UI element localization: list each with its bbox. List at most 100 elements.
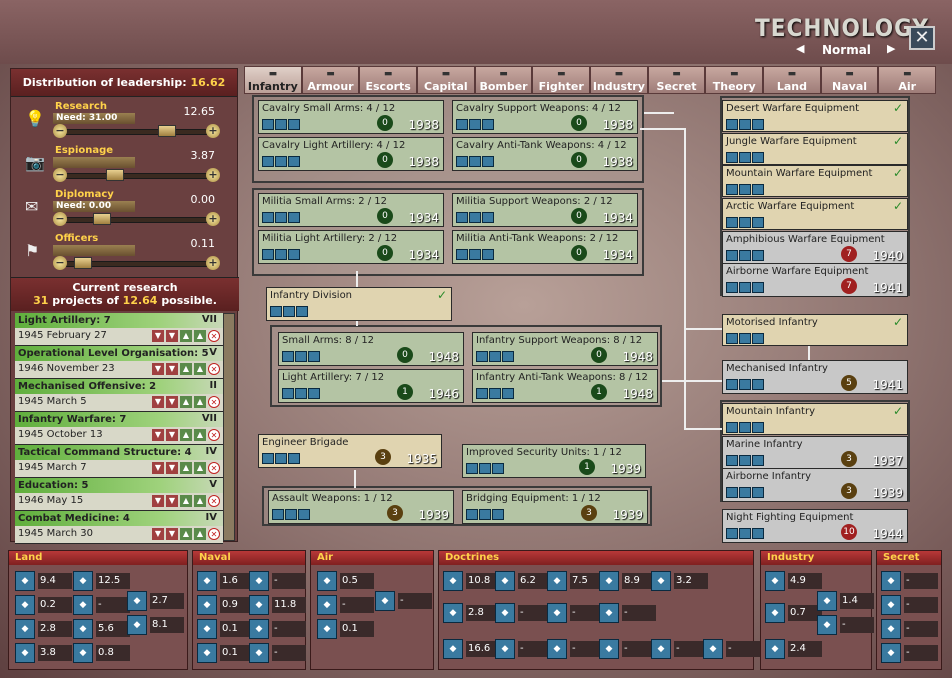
tech-card[interactable]: Mountain Infantry✓ bbox=[722, 403, 908, 435]
move-up-icon[interactable]: ▲ bbox=[180, 330, 192, 342]
summary-item[interactable]: ◆- bbox=[881, 643, 938, 663]
summary-item[interactable]: ◆5.6 bbox=[73, 619, 130, 639]
cancel-research-icon[interactable]: ✕ bbox=[208, 330, 220, 342]
summary-item[interactable]: ◆- bbox=[547, 603, 604, 623]
summary-item[interactable]: ◆2.4 bbox=[765, 639, 822, 659]
tab-bomber[interactable]: ▬Bomber bbox=[474, 66, 533, 94]
move-down-icon[interactable]: ▼ bbox=[152, 528, 164, 540]
summary-item[interactable]: ◆- bbox=[881, 571, 938, 591]
cancel-research-icon[interactable]: ✕ bbox=[208, 528, 220, 540]
summary-item[interactable]: ◆- bbox=[703, 639, 760, 659]
move-bottom-icon[interactable]: ▼ bbox=[166, 528, 178, 540]
move-up-icon[interactable]: ▲ bbox=[180, 462, 192, 474]
summary-item[interactable]: ◆3.2 bbox=[651, 571, 708, 591]
summary-item[interactable]: ◆11.8 bbox=[249, 595, 306, 615]
cancel-research-icon[interactable]: ✕ bbox=[208, 429, 220, 441]
summary-item[interactable]: ◆- bbox=[881, 595, 938, 615]
decrease-button[interactable]: − bbox=[53, 168, 67, 182]
increase-button[interactable]: + bbox=[206, 168, 220, 182]
tech-card[interactable]: Arctic Warfare Equipment✓ bbox=[722, 198, 908, 230]
move-down-icon[interactable]: ▼ bbox=[152, 495, 164, 507]
summary-item[interactable]: ◆12.5 bbox=[73, 571, 130, 591]
summary-item[interactable]: ◆1.6 bbox=[197, 571, 254, 591]
move-bottom-icon[interactable]: ▼ bbox=[166, 396, 178, 408]
summary-item[interactable]: ◆- bbox=[651, 639, 708, 659]
move-down-icon[interactable]: ▼ bbox=[152, 363, 164, 375]
move-bottom-icon[interactable]: ▼ bbox=[166, 429, 178, 441]
cancel-research-icon[interactable]: ✕ bbox=[208, 396, 220, 408]
summary-item[interactable]: ◆- bbox=[73, 595, 130, 615]
move-down-icon[interactable]: ▼ bbox=[152, 330, 164, 342]
summary-item[interactable]: ◆- bbox=[881, 619, 938, 639]
summary-item[interactable]: ◆2.8 bbox=[443, 603, 500, 623]
move-top-icon[interactable]: ▲ bbox=[194, 429, 206, 441]
summary-item[interactable]: ◆- bbox=[817, 615, 874, 635]
summary-item[interactable]: ◆6.2 bbox=[495, 571, 552, 591]
summary-item[interactable]: ◆- bbox=[599, 603, 656, 623]
summary-item[interactable]: ◆2.7 bbox=[127, 591, 184, 611]
slot-slider-knob[interactable] bbox=[106, 169, 124, 181]
summary-item[interactable]: ◆- bbox=[249, 619, 306, 639]
slot-slider-track[interactable] bbox=[55, 217, 211, 223]
cancel-research-icon[interactable]: ✕ bbox=[208, 462, 220, 474]
increase-button[interactable]: + bbox=[206, 256, 220, 270]
tab-land[interactable]: ▬Land bbox=[763, 66, 821, 94]
move-bottom-icon[interactable]: ▼ bbox=[166, 330, 178, 342]
move-top-icon[interactable]: ▲ bbox=[194, 495, 206, 507]
move-top-icon[interactable]: ▲ bbox=[194, 462, 206, 474]
close-button[interactable]: ✕ bbox=[909, 26, 935, 50]
increase-button[interactable]: + bbox=[206, 124, 220, 138]
tab-industry[interactable]: ▬Industry bbox=[590, 66, 648, 94]
next-difficulty-button[interactable]: ▶ bbox=[887, 42, 896, 55]
decrease-button[interactable]: − bbox=[53, 124, 67, 138]
summary-item[interactable]: ◆- bbox=[249, 571, 306, 591]
summary-item[interactable]: ◆- bbox=[547, 639, 604, 659]
tab-capital[interactable]: ▬Capital bbox=[417, 66, 475, 94]
slot-slider-track[interactable] bbox=[55, 173, 211, 179]
tech-card[interactable]: Infantry Division✓ bbox=[266, 287, 452, 321]
slot-slider-knob[interactable] bbox=[158, 125, 176, 137]
summary-item[interactable]: ◆3.8 bbox=[15, 643, 72, 663]
slot-slider-knob[interactable] bbox=[93, 213, 111, 225]
slot-slider-track[interactable] bbox=[55, 129, 211, 135]
move-up-icon[interactable]: ▲ bbox=[180, 429, 192, 441]
summary-item[interactable]: ◆- bbox=[599, 639, 656, 659]
tech-card[interactable]: Mountain Warfare Equipment✓ bbox=[722, 165, 908, 197]
summary-item[interactable]: ◆- bbox=[495, 603, 552, 623]
tab-infantry[interactable]: ▬Infantry bbox=[244, 66, 302, 94]
move-top-icon[interactable]: ▲ bbox=[194, 330, 206, 342]
move-top-icon[interactable]: ▲ bbox=[194, 528, 206, 540]
increase-button[interactable]: + bbox=[206, 212, 220, 226]
slot-slider-knob[interactable] bbox=[73, 257, 92, 269]
summary-item[interactable]: ◆0.2 bbox=[15, 595, 72, 615]
summary-item[interactable]: ◆- bbox=[249, 643, 306, 663]
move-down-icon[interactable]: ▼ bbox=[152, 396, 164, 408]
summary-item[interactable]: ◆16.6 bbox=[443, 639, 500, 659]
tab-armour[interactable]: ▬Armour bbox=[301, 66, 360, 94]
tab-naval[interactable]: ▬Naval bbox=[820, 66, 879, 94]
move-up-icon[interactable]: ▲ bbox=[180, 363, 192, 375]
summary-item[interactable]: ◆- bbox=[495, 639, 552, 659]
summary-item[interactable]: ◆7.5 bbox=[547, 571, 604, 591]
move-up-icon[interactable]: ▲ bbox=[180, 396, 192, 408]
move-bottom-icon[interactable]: ▼ bbox=[166, 462, 178, 474]
